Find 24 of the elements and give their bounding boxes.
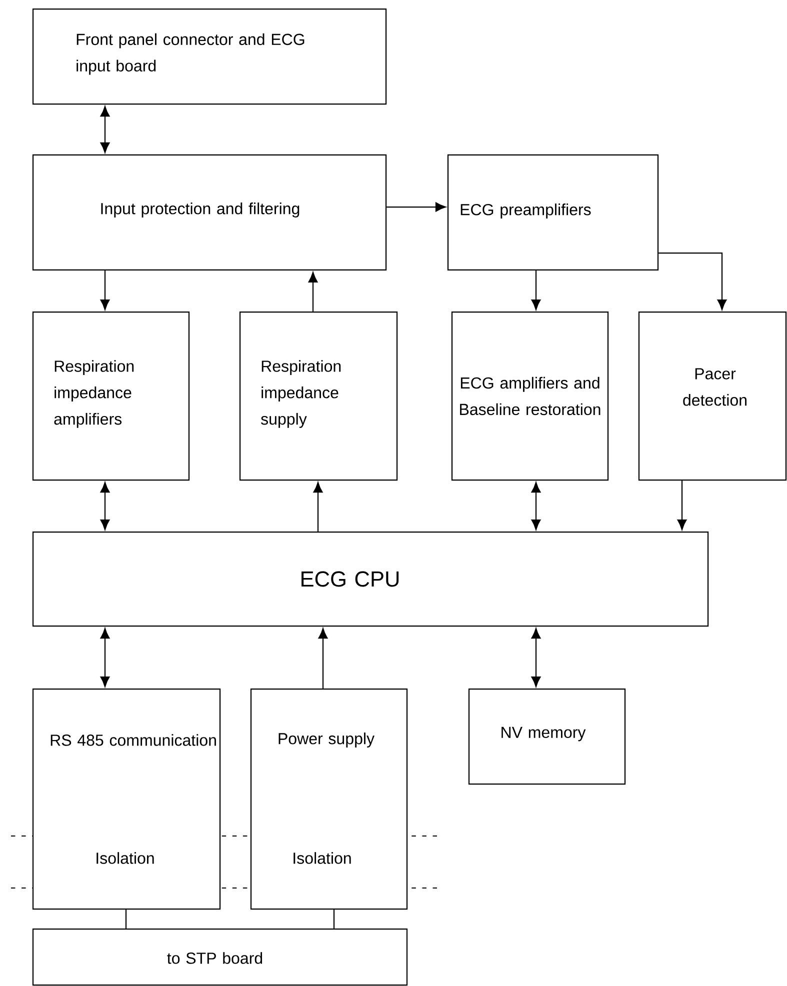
block-box: Respiration impedance supply <box>239 311 398 481</box>
block-box: ECG CPU <box>32 531 709 627</box>
arrow <box>386 202 446 212</box>
arrow <box>531 628 541 687</box>
block-box: NV memory <box>468 688 626 785</box>
block-box: Power supply Isolation <box>250 688 408 910</box>
arrow <box>531 482 541 530</box>
block-box: to STP board <box>32 928 408 986</box>
block-box: Front panel connector and ECG input board <box>32 8 387 105</box>
block-box: Input protection and filtering <box>32 154 387 271</box>
arrow <box>531 270 541 310</box>
arrow <box>100 482 110 530</box>
arrow <box>100 628 110 687</box>
arrow <box>100 270 110 310</box>
arrow <box>100 106 110 153</box>
block-box: Pacer detection <box>638 311 787 481</box>
block-box: ECG amplifiers and Baseline restoration <box>451 311 609 481</box>
arrow <box>313 482 323 532</box>
arrow <box>318 628 328 688</box>
arrow <box>308 272 318 312</box>
arrow <box>658 252 727 310</box>
block-box: Respiration impedance amplifiers <box>32 311 190 481</box>
block-box: ECG preamplifiers <box>447 154 659 271</box>
arrow <box>677 480 687 530</box>
